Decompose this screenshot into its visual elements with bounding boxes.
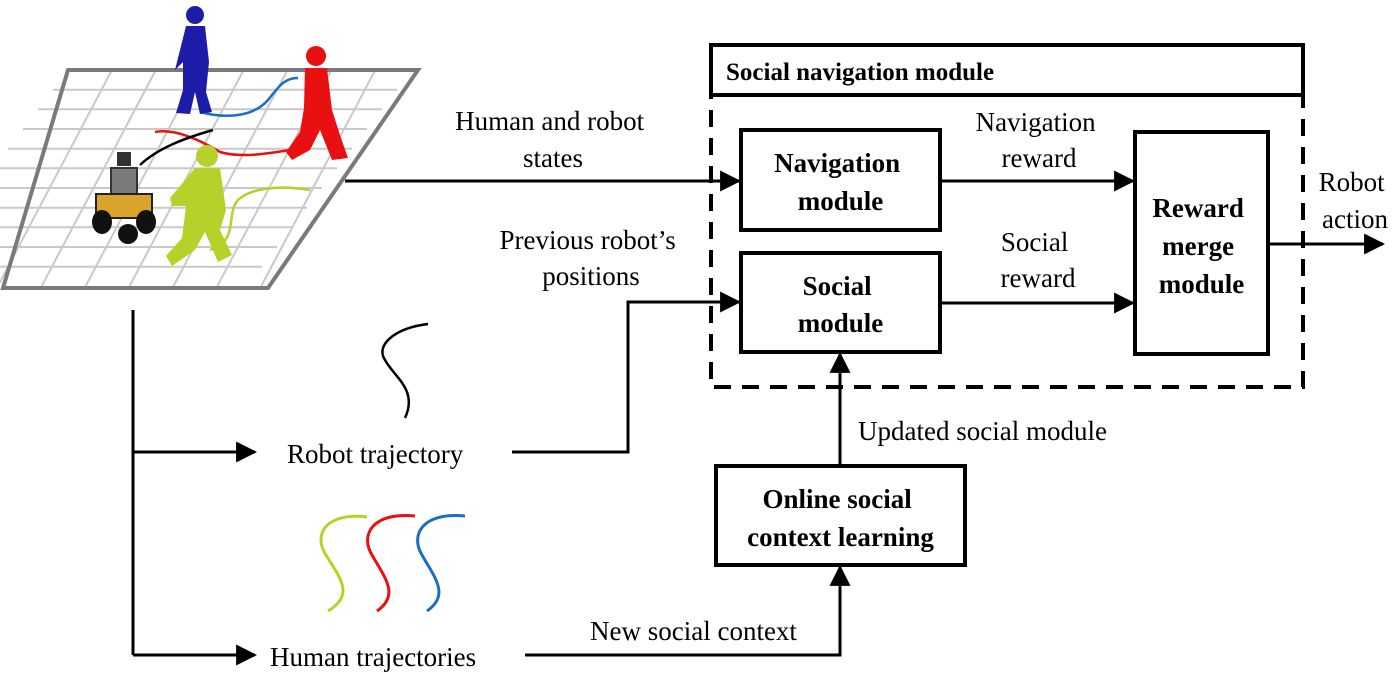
blue-human-figure (175, 6, 212, 114)
green-trajectory-curve (319, 514, 368, 613)
social-reward-label: Social reward (1001, 227, 1076, 293)
module-dashed-container (709, 93, 1305, 389)
new-social-context-connector (525, 564, 851, 657)
robot-path (139, 128, 214, 166)
module-title-box (709, 43, 1305, 97)
new-social-context-label: New social context (590, 616, 797, 646)
scene-illustration (0, 6, 422, 290)
previous-positions-label: Previous robot’s positions (499, 225, 682, 291)
updated-social-module-label: Updated social module (858, 416, 1107, 446)
navigation-reward-label: Navigation reward (976, 107, 1103, 173)
module-title: Social navigation module (726, 59, 994, 86)
robot-figure (92, 152, 156, 244)
robot-trajectory-connector (512, 291, 742, 454)
social-module-label: Social module (798, 271, 884, 338)
robot-trajectory-label: Robot trajectory (287, 439, 464, 469)
red-human-figure (286, 46, 348, 160)
red-trajectory-curve (366, 514, 416, 613)
blue-human-path (199, 76, 299, 118)
robot-trajectory-curve (381, 322, 429, 419)
reward-merge-module-label: Reward merge module (1152, 193, 1250, 299)
social-module-box (739, 251, 942, 354)
robot-action-label: Robot action (1319, 167, 1392, 234)
red-human-path (154, 129, 291, 157)
human-robot-states-label: Human and robot states (455, 106, 651, 173)
navigation-module-label: Navigation module (774, 148, 907, 216)
online-learning-label: Online social context learning (747, 484, 934, 552)
green-human-path (209, 186, 311, 252)
reward-merge-module-box (1133, 130, 1270, 356)
blue-trajectory-curve (416, 514, 466, 613)
human-trajectories-label: Human trajectories (270, 642, 476, 672)
floor-outline (0, 68, 422, 290)
green-human-figure (166, 145, 232, 266)
floor-grid (0, 69, 397, 287)
